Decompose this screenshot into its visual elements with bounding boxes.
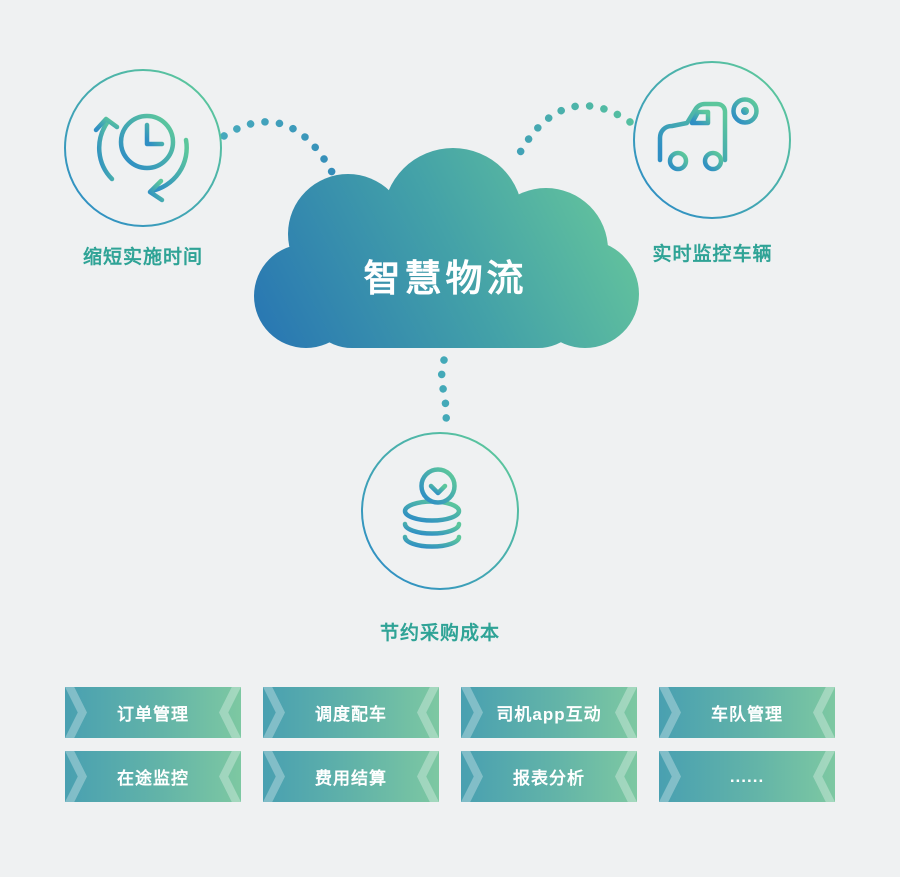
label-vehicle-monitoring: 实时监控车辆 [652, 244, 773, 265]
feature-grid: 订单管理 调度配车 司机app互动 车队管理 在途监控 费用结算 报表分析 ..… [65, 687, 835, 802]
cloud-shape [248, 142, 643, 354]
feature-driver-app[interactable]: 司机app互动 [461, 687, 637, 738]
node-ring [64, 69, 222, 227]
feature-expense-settlement[interactable]: 费用结算 [263, 751, 439, 802]
node-shorten-time [63, 68, 223, 228]
feature-label: 调度配车 [315, 705, 387, 724]
feature-order-management[interactable]: 订单管理 [65, 687, 241, 738]
feature-label: ...... [729, 766, 765, 786]
node-save-cost [360, 431, 520, 591]
feature-label: 车队管理 [711, 705, 783, 724]
connector-right-dotted [510, 102, 634, 168]
feature-dispatch[interactable]: 调度配车 [263, 687, 439, 738]
feature-label: 司机app互动 [496, 705, 602, 724]
cloud-title: 智慧物流 [363, 258, 528, 299]
connector-bottom-dotted [437, 356, 451, 434]
feature-label: 订单管理 [117, 705, 189, 724]
truck-surveillance-camera-icon [657, 97, 759, 172]
connector-left-dotted [220, 118, 348, 202]
clock-history-icon [93, 113, 189, 203]
label-shorten-time: 缩短实施时间 [82, 247, 203, 268]
feature-label: 在途监控 [117, 769, 189, 788]
database-download-icon [402, 467, 462, 549]
feature-more[interactable]: ...... [659, 751, 835, 802]
node-ring [361, 432, 519, 590]
node-vehicle-monitoring [632, 60, 792, 220]
node-ring [633, 61, 791, 219]
label-save-cost: 节约采购成本 [379, 623, 500, 644]
feature-report-analysis[interactable]: 报表分析 [461, 751, 637, 802]
feature-transit-monitoring[interactable]: 在途监控 [65, 751, 241, 802]
feature-label: 报表分析 [513, 769, 585, 788]
feature-label: 费用结算 [315, 769, 387, 788]
feature-fleet-management[interactable]: 车队管理 [659, 687, 835, 738]
